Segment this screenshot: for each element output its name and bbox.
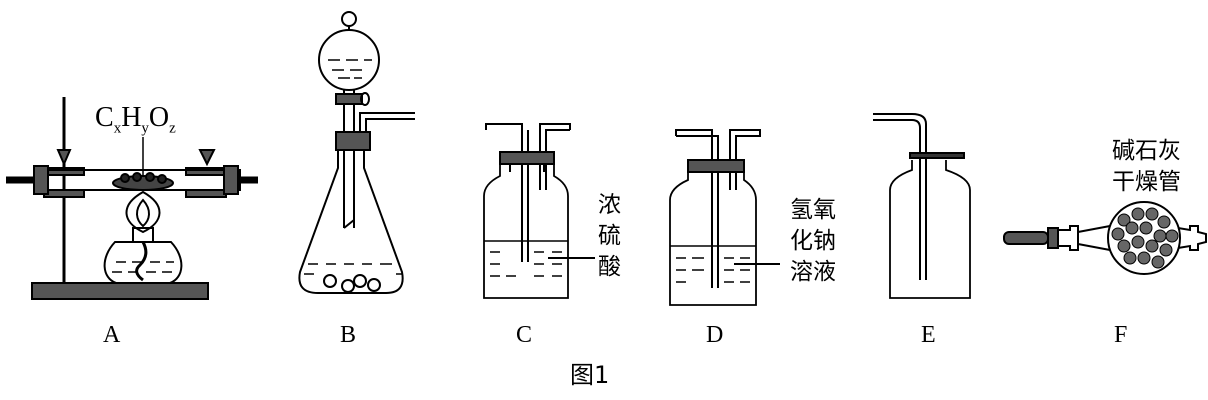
label-a: A [103, 322, 121, 348]
apparatus-e-bottle [873, 113, 971, 299]
reagent-label-d: 氢氧 化钠 溶液 [790, 197, 836, 285]
label-f: F [1114, 322, 1128, 348]
figure-caption: 图1 [570, 361, 610, 389]
label-c: C [516, 322, 533, 348]
apparatus-b-flask [298, 11, 415, 294]
apparatus-d-wash-bottle [669, 129, 780, 306]
apparatus-f-drying-tube [1003, 201, 1207, 275]
apparatus-a-combustion [6, 97, 258, 300]
reagent-label-f: 碱石灰 干燥管 [1112, 138, 1181, 195]
apparatus-c-wash-bottle [483, 123, 595, 299]
label-e: E [921, 322, 936, 348]
label-b: B [340, 322, 357, 348]
reagent-label-c: 浓 硫 酸 [598, 192, 621, 280]
formula-label: CxHyOz [95, 102, 176, 137]
label-d: D [706, 322, 724, 348]
